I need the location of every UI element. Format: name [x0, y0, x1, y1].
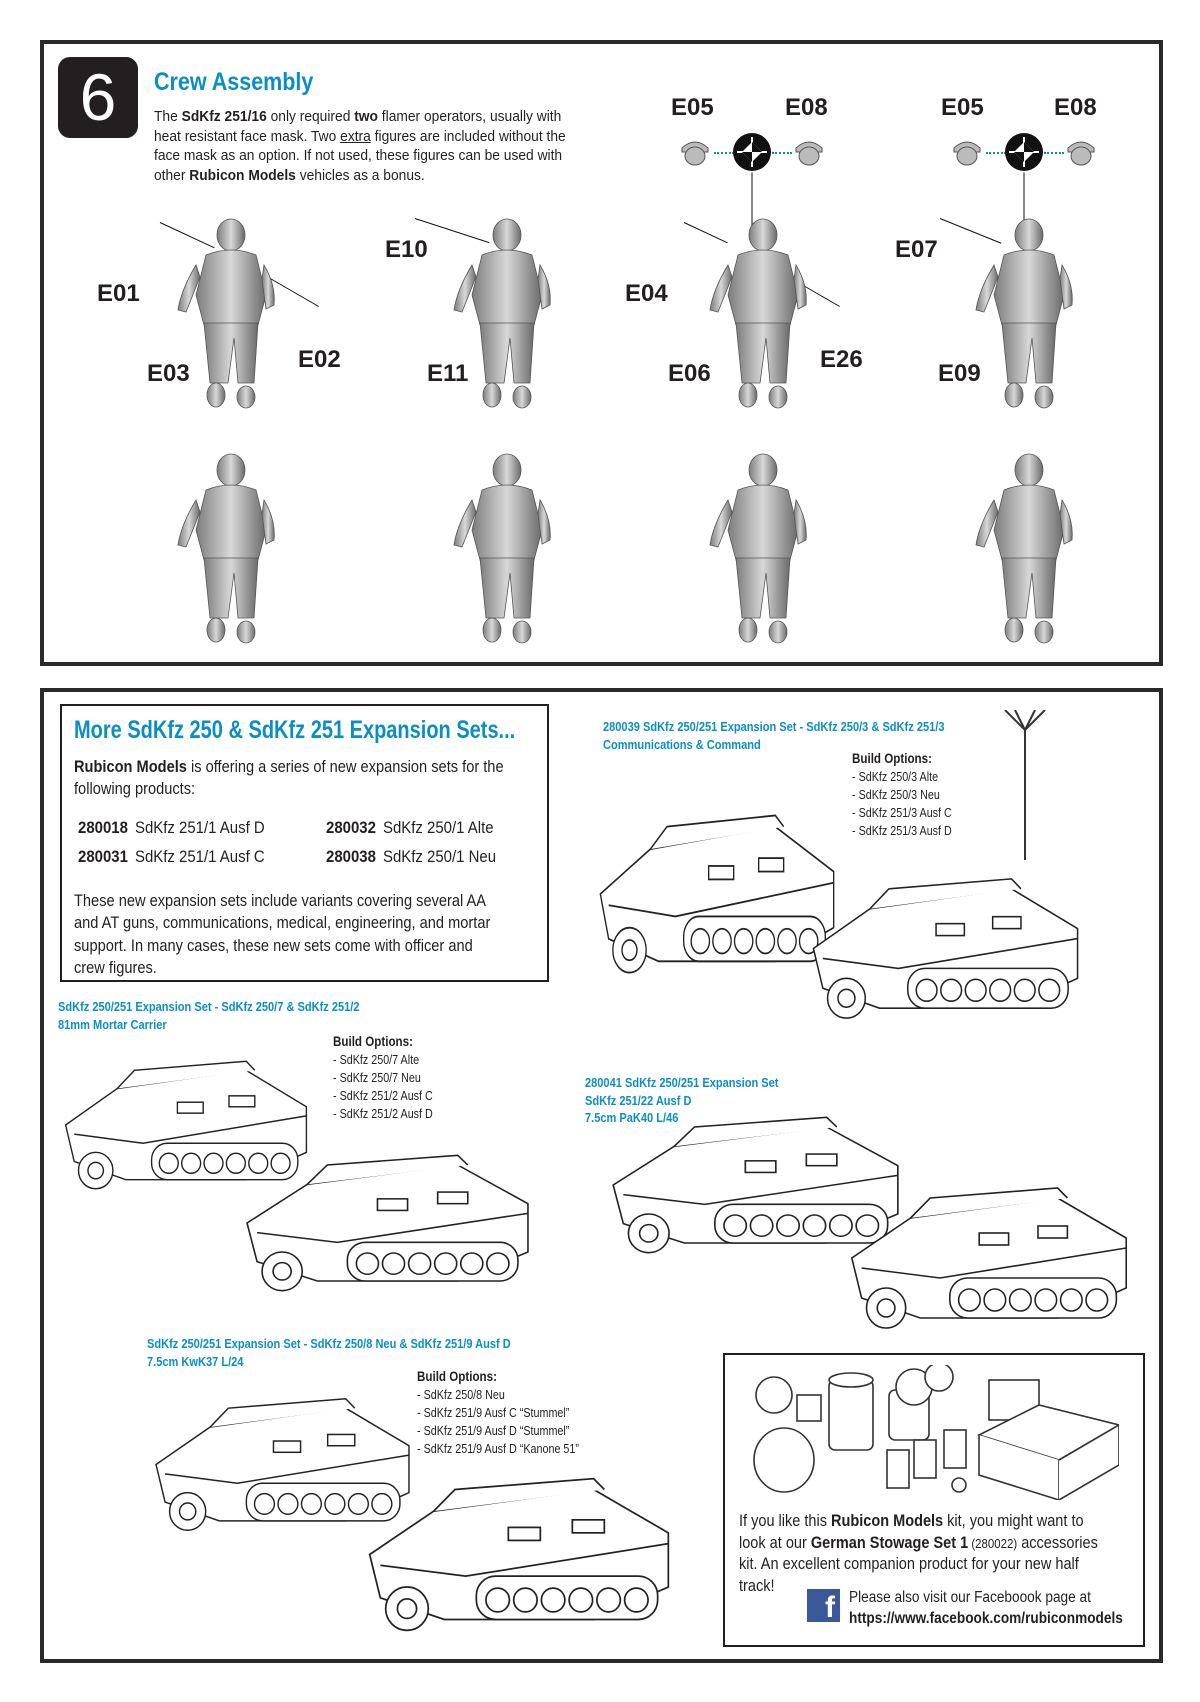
facebook-line: Please also visit our Faceboook page at — [849, 1589, 1091, 1606]
text-run: German Stowage Set 1 — [810, 1533, 969, 1552]
assembled-figure — [974, 450, 1084, 645]
sdkfz-250-8-drawing — [147, 1380, 418, 1549]
part-label: E05 — [941, 94, 984, 121]
text-run: kit, you might want to look at our — [739, 1512, 1084, 1552]
step-title: Crew Assembly — [154, 68, 314, 96]
assembled-figure — [708, 450, 818, 645]
expansion-intro: Rubicon Models is offering a series of n… — [74, 757, 504, 799]
stowage-promo-text: If you like this Rubicon Models kit, you… — [739, 1511, 1109, 1598]
part-label: E10 — [385, 236, 428, 263]
text-run: accessories kit. An excellent companion … — [739, 1533, 1098, 1596]
text-run: figures are included without the face ma… — [154, 127, 566, 184]
text-run: extra — [340, 127, 371, 145]
sdkfz-251-22-pak40-drawing — [842, 1168, 1136, 1348]
dotted-link — [772, 152, 792, 154]
set-heading-comm: 280039 SdKfz 250/251 Expansion Set - SdK… — [603, 719, 945, 752]
step-intro-text: The SdKfz 251/16 only required two flame… — [154, 107, 586, 185]
set-heading-mortar: SdKfz 250/251 Expansion Set - SdKfz 250/… — [58, 999, 360, 1032]
officer-head-part — [1064, 136, 1098, 166]
sdkfz-250-3-drawing — [592, 793, 842, 995]
crew-figure-flamer — [452, 215, 562, 410]
dotted-link — [714, 152, 734, 154]
sdkfz-251-22-drawing — [603, 1098, 908, 1272]
crew-figure-flamer — [176, 215, 286, 410]
text-run: two — [354, 108, 378, 125]
part-label: E08 — [785, 94, 828, 121]
crew-assembly-panel — [40, 40, 1163, 666]
text-run: (280022) — [968, 1535, 1018, 1551]
sdkfz-251-9-drawing — [359, 1457, 679, 1652]
facebook-text: Please also visit our Faceboook page at … — [849, 1587, 1123, 1629]
text-run: SdKfz 251/16 — [181, 108, 267, 125]
build-options-mortar: Build Options:- SdKfz 250/7 Alte- SdKfz … — [333, 1034, 433, 1121]
part-label: E09 — [938, 360, 981, 387]
stowage-promo-box: If you like this Rubicon Models kit, you… — [723, 1353, 1145, 1647]
text-run: vehicles as a bonus. — [295, 166, 425, 184]
part-label: E02 — [298, 346, 341, 373]
part-label: E08 — [1054, 94, 1097, 121]
build-options-comm: Build Options:- SdKfz 250/3 Alte- SdKfz … — [852, 751, 952, 838]
facebook-url-link[interactable]: https://www.facebook.com/rubiconmodels — [849, 1610, 1123, 1627]
stowage-set-drawing — [753, 1365, 1119, 1500]
sdkfz-251-3-drawing — [804, 859, 1087, 1038]
attachment-point-icon — [733, 133, 771, 171]
part-label: E06 — [668, 360, 711, 387]
dotted-link — [1044, 152, 1064, 154]
expansion-body: These new expansion sets include variant… — [74, 891, 491, 977]
antenna-drawing — [1004, 710, 1046, 860]
expansion-sets-panel — [40, 688, 1163, 1663]
part-label: E01 — [97, 280, 140, 307]
text-run: flamer operators, usually with heat resi… — [154, 108, 562, 145]
part-label: E05 — [671, 94, 714, 121]
step-number-badge: 6 — [58, 57, 138, 138]
part-label: E04 — [625, 280, 668, 307]
part-label: E11 — [427, 360, 469, 387]
sdkfz-251-2-drawing — [237, 1136, 538, 1310]
text-run: Rubicon Models — [189, 166, 296, 184]
dotted-link — [986, 152, 1006, 154]
build-options-kwk37: Build Options:- SdKfz 250/8 Neu- SdKfz 2… — [417, 1369, 579, 1456]
text-run: If you like this — [739, 1512, 832, 1530]
part-label: E03 — [147, 360, 190, 387]
expansion-info-box: More SdKfz 250 & SdKfz 251 Expansion Set… — [60, 704, 549, 982]
crew-figure-extra — [974, 215, 1084, 410]
crew-figure-extra — [708, 215, 818, 410]
officer-head-part — [792, 136, 826, 166]
assembled-figure — [176, 450, 286, 645]
cap-head-part — [678, 136, 712, 166]
expansion-title: More SdKfz 250 & SdKfz 251 Expansion Set… — [74, 716, 516, 744]
text-run: only required — [266, 108, 355, 125]
assembled-figure — [452, 450, 562, 645]
text-run: The — [154, 108, 182, 125]
part-label: E07 — [895, 236, 938, 263]
part-label: E26 — [820, 346, 863, 373]
attachment-point-icon — [1005, 133, 1043, 171]
set-heading-kwk37: SdKfz 250/251 Expansion Set - SdKfz 250/… — [147, 1336, 511, 1369]
text-run: Rubicon Models — [831, 1512, 944, 1530]
sdkfz-250-7-drawing — [57, 1043, 315, 1207]
facebook-icon[interactable]: f — [807, 1589, 840, 1622]
cap-head-part — [950, 136, 984, 166]
